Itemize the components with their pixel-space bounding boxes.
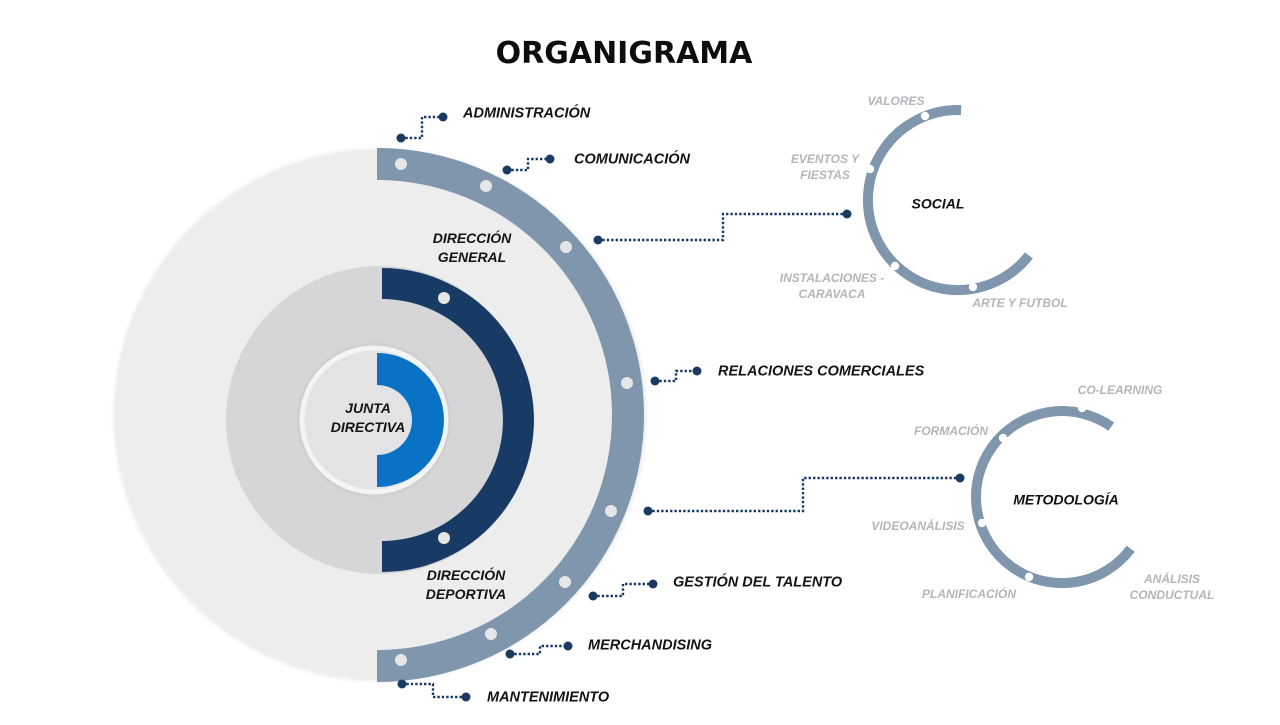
connector-end-dot bbox=[955, 473, 965, 483]
sub-node-dot bbox=[1077, 403, 1087, 413]
connector-end-dot bbox=[648, 579, 658, 589]
connector-start-dot bbox=[397, 679, 407, 689]
sub-node-dot bbox=[1117, 566, 1127, 576]
connector-end-dot bbox=[461, 692, 471, 702]
sub-node-dot bbox=[920, 111, 930, 121]
ring-node-dot bbox=[480, 180, 492, 192]
ring-node-dot bbox=[605, 505, 617, 517]
ring-node-dot bbox=[395, 158, 407, 170]
connector-start-dot bbox=[396, 133, 406, 143]
sub-node-dot bbox=[977, 518, 987, 528]
social-arc bbox=[863, 105, 1033, 295]
meto-item-analisis-conductual: ANÁLISIS CONDUCTUAL bbox=[1129, 572, 1215, 602]
connector-end-dot bbox=[842, 209, 852, 219]
social-item-valores: VALORES bbox=[867, 94, 925, 108]
junta-directiva-label: JUNTA DIRECTIVA bbox=[330, 400, 406, 435]
direccion-general-label: DIRECCIÓN GENERAL bbox=[432, 230, 512, 265]
page-title: ORGANIGRAMA bbox=[495, 36, 753, 71]
connector-end-dot bbox=[545, 154, 555, 164]
meto-item-planificacion: PLANIFICACIÓN bbox=[922, 587, 1016, 601]
ring-node-dot bbox=[559, 576, 571, 588]
core-ring bbox=[377, 353, 444, 487]
meto-item-videoanalisis: VIDEOANÁLISIS bbox=[871, 519, 965, 533]
dept-administracion: ADMINISTRACIÓN bbox=[463, 105, 591, 122]
connector-end-dot bbox=[692, 366, 702, 376]
dept-merchandising: MERCHANDISING bbox=[588, 637, 713, 654]
social-hub-label: SOCIAL bbox=[911, 195, 965, 212]
direccion-deportiva-label: DIRECCIÓN DEPORTIVA bbox=[425, 567, 507, 602]
connector-start-dot bbox=[502, 165, 512, 175]
connector-end-dot bbox=[438, 112, 448, 122]
middle-ring bbox=[382, 268, 534, 572]
dotted-connector bbox=[507, 157, 550, 172]
sub-node-dot bbox=[998, 433, 1008, 443]
dotted-connector bbox=[401, 115, 443, 140]
metodologia-arc bbox=[971, 406, 1135, 588]
social-item-instalaciones: INSTALACIONES - CARAVACA bbox=[779, 271, 885, 301]
sub-node-dot bbox=[1024, 572, 1034, 582]
ring-node-dot bbox=[485, 628, 497, 640]
dotted-connector bbox=[655, 369, 697, 383]
connector-start-dot bbox=[650, 376, 660, 386]
connector-end-dot bbox=[563, 641, 573, 651]
social-item-arte-futbol: ARTE Y FUTBOL bbox=[972, 296, 1068, 310]
connector-start-dot bbox=[505, 649, 515, 659]
dotted-connector bbox=[402, 682, 466, 699]
meto-item-formacion: FORMACIÓN bbox=[914, 424, 988, 438]
meto-item-co-learning: CO-LEARNING bbox=[1077, 383, 1163, 397]
sub-node-dot bbox=[968, 282, 978, 292]
social-item-eventos: EVENTOS Y FIESTAS bbox=[790, 152, 860, 182]
connector-start-dot bbox=[643, 506, 653, 516]
dotted-connector bbox=[593, 582, 653, 598]
metodologia-hub-label: METODOLOGÍA bbox=[1013, 491, 1119, 508]
sub-node-dot bbox=[865, 164, 875, 174]
dotted-connector bbox=[598, 212, 847, 242]
dept-mantenimiento: MANTENIMIENTO bbox=[487, 689, 610, 706]
connector-start-dot bbox=[588, 591, 598, 601]
ring-node-dot bbox=[438, 292, 450, 304]
ring-node-dot bbox=[560, 241, 572, 253]
sub-node-dot bbox=[890, 261, 900, 271]
ring-node-dot bbox=[395, 654, 407, 666]
dept-comunicacion: COMUNICACIÓN bbox=[574, 151, 690, 168]
outer-ring bbox=[377, 148, 644, 682]
dept-gestion-talento: GESTIÓN DEL TALENTO bbox=[673, 574, 843, 591]
ring-node-dot bbox=[621, 377, 633, 389]
dotted-connector bbox=[648, 476, 960, 513]
ring-node-dot bbox=[438, 532, 450, 544]
dotted-connector bbox=[510, 644, 568, 656]
dept-relaciones-comerciales: RELACIONES COMERCIALES bbox=[718, 363, 925, 380]
connector-start-dot bbox=[593, 235, 603, 245]
